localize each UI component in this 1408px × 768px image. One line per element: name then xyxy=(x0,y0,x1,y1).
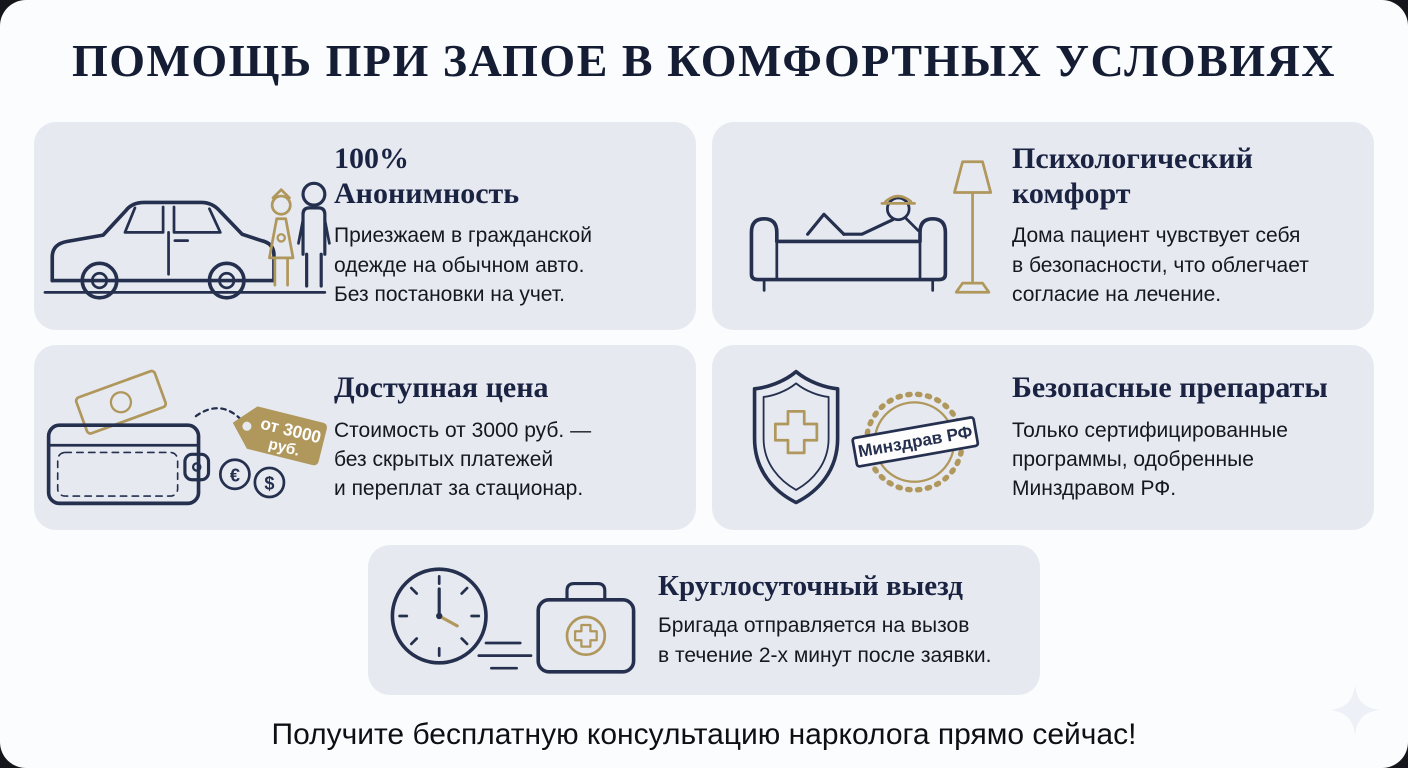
card-anonymity-text: 100% Анонимность Приезжаем в гражданской… xyxy=(334,142,696,309)
wallet-price-tag-icon: € $ от 3000 руб. xyxy=(34,358,334,517)
card-body: Дома пациент чувствует себя в безопаснос… xyxy=(1012,224,1309,307)
clock-medical-bag-icon xyxy=(368,553,658,688)
price-tag: от 3000 руб. xyxy=(232,406,327,466)
card-dispatch-text: Круглосуточный выезд Бригада отправляетс… xyxy=(658,570,1040,670)
card-medications: Минздрав РФ Безопасные препараты Только … xyxy=(712,345,1374,530)
patient-on-sofa-icon xyxy=(712,147,1012,306)
card-dispatch: Круглосуточный выезд Бригада отправляетс… xyxy=(368,545,1040,695)
card-title: 100% Анонимность xyxy=(334,142,520,210)
shield-ministry-stamp-icon: Минздрав РФ xyxy=(712,359,1012,517)
card-title: Психологический комфорт xyxy=(1012,142,1253,210)
card-price: € $ от 3000 руб. Доступная цена Стоимост… xyxy=(34,345,696,530)
card-comfort-text: Психологический комфорт Дома пациент чув… xyxy=(1012,142,1374,309)
card-medications-text: Безопасные препараты Только сертифициров… xyxy=(1012,371,1374,504)
card-body: Приезжаем в гражданской одежде на обычно… xyxy=(334,224,592,307)
car-with-medics-icon xyxy=(34,147,334,306)
card-title: Доступная цена xyxy=(334,371,549,405)
card-title: Безопасные препараты xyxy=(1012,371,1328,405)
card-body: Бригада отправляется на вызов в течение … xyxy=(658,614,992,667)
card-comfort: Психологический комфорт Дома пациент чув… xyxy=(712,122,1374,330)
dollar-coin-symbol: $ xyxy=(264,474,274,494)
sparkle-icon xyxy=(1328,683,1382,742)
card-body: Только сертифицированные программы, одоб… xyxy=(1012,418,1288,501)
card-anonymity: 100% Анонимность Приезжаем в гражданской… xyxy=(34,122,696,330)
footer-cta: Получите бесплатную консультацию нарколо… xyxy=(271,718,1137,751)
card-price-text: Доступная цена Стоимость от 3000 руб. — … xyxy=(334,371,696,504)
card-title: Круглосуточный выезд xyxy=(658,569,963,602)
page-title: ПОМОЩЬ ПРИ ЗАПОЕ В КОМФОРТНЫХ УСЛОВИЯХ xyxy=(71,35,1337,86)
euro-coin-symbol: € xyxy=(230,466,240,486)
card-body: Стоимость от 3000 руб. — без скрытых пла… xyxy=(334,418,592,501)
